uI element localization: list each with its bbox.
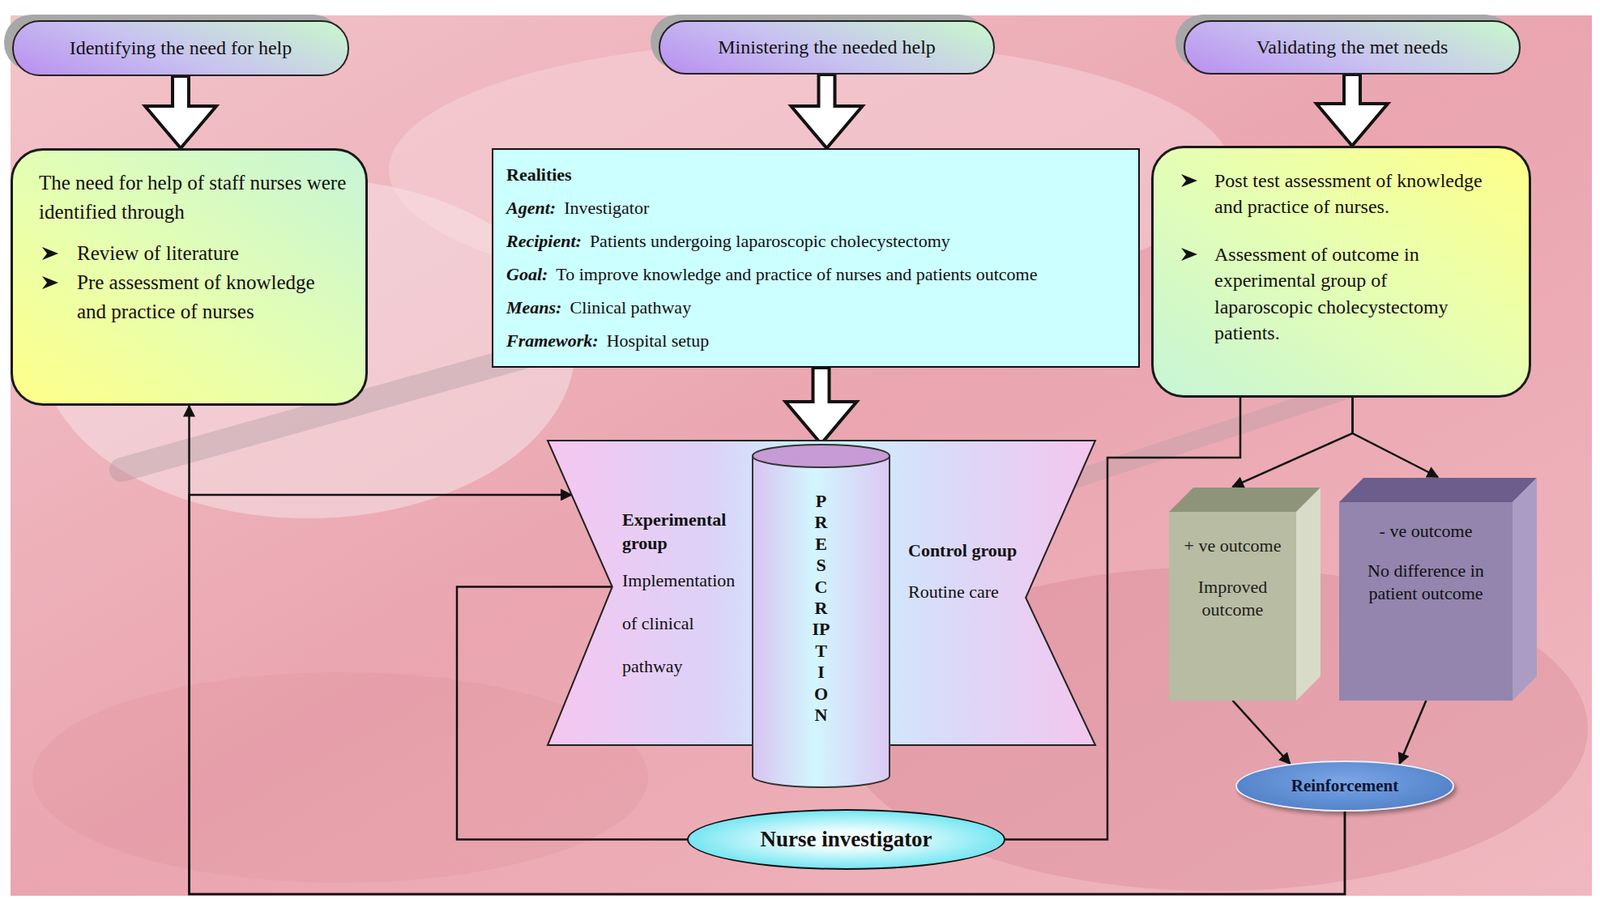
text-group: No difference in patient outcome <box>1350 559 1502 606</box>
investigator-ellipse: Nurse investigator <box>686 809 1006 871</box>
bullet-arrow <box>42 247 59 261</box>
node-text: Reinforcement <box>1291 776 1400 796</box>
photo-ground <box>10 15 1592 896</box>
realities-box: RealitiesAgent: InvestigatorRecipient: Pat… <box>491 148 1140 368</box>
outcome-block: - ve outcome No difference in patient out… <box>1339 477 1537 701</box>
block-arrow <box>145 76 217 149</box>
bullet-arrow-shape <box>1181 247 1198 261</box>
text-group: Reinforcement <box>1291 776 1400 797</box>
node-text: Assessment of outcome in experimental gr… <box>1214 243 1449 344</box>
bullet-arrow <box>42 276 59 290</box>
box-top <box>1169 487 1321 512</box>
node-text: Clinical pathway <box>569 297 692 318</box>
box-side <box>1512 477 1537 701</box>
connector-line <box>1233 397 1353 487</box>
node-text: Agent: <box>506 197 556 218</box>
phase-pill: Validating the met needs <box>1183 20 1521 75</box>
text-group: Framework: Hospital setup <box>506 324 1126 358</box>
text-group: Ministering the needed help <box>717 36 936 59</box>
node-text: The need for help of staff nurses were i… <box>38 171 346 223</box>
text-group: Realities <box>506 157 1126 192</box>
node-text: Pre assessment of knowledge and practice… <box>76 271 316 323</box>
text-group: Pre assessment of knowledge and practice… <box>38 268 350 328</box>
node-text: Routine care <box>908 580 1042 605</box>
node-text: Nurse investigator <box>759 827 932 852</box>
text-group: Means: Clinical pathway <box>506 290 1126 325</box>
prescription-cylinder: PRESCRIPTION <box>751 443 891 789</box>
text-group: Agent: Investigator <box>506 191 1126 225</box>
group-bowtie: PRESCRIPTION Experimental groupImplementa… <box>547 440 1096 746</box>
node-text: Realities <box>506 164 572 185</box>
box-top <box>1339 477 1537 503</box>
connector-line <box>1399 700 1427 764</box>
validation-box: Post test assessment of knowledge and pr… <box>1151 145 1532 398</box>
node-text: Ministering the needed help <box>717 36 936 58</box>
box-front <box>1169 512 1297 701</box>
text-group: Goal: To improve knowledge and practice o… <box>506 257 1126 291</box>
outcome-block: + ve outcomeImproved outcome <box>1169 487 1321 701</box>
text-group: Experimental groupImplementation of clin… <box>622 508 747 689</box>
box-front <box>1339 502 1513 701</box>
block-arrow <box>1316 74 1388 146</box>
text-group: Review of literature <box>38 238 350 269</box>
text-group: + ve outcome <box>1177 534 1289 559</box>
node-text: Improved outcome <box>1198 576 1268 621</box>
bullet-arrow-shape <box>42 247 59 261</box>
node-text: Control group <box>908 539 1042 564</box>
node-text: Framework: <box>506 330 599 351</box>
photo-shadow <box>32 672 649 884</box>
block-arrow <box>791 74 863 149</box>
cylinder-body <box>752 455 890 788</box>
node-text: Recipient: <box>506 230 582 252</box>
text-group: Identifying the need for help <box>69 37 293 60</box>
text-group: PRESCRIPTION <box>812 490 831 726</box>
node-text: Patients undergoing laparoscopic cholecy… <box>589 230 951 252</box>
box-side <box>1296 487 1321 701</box>
cylinder-top <box>752 444 890 468</box>
phase-pill: Ministering the needed help <box>658 20 995 75</box>
node-text: Investigator <box>563 197 649 218</box>
node-text: - ve outcome <box>1379 520 1473 542</box>
connector-line <box>1352 397 1438 478</box>
text-group: Recipient: Patients undergoing laparoscop… <box>506 224 1126 258</box>
node-text: + ve outcome <box>1184 535 1282 556</box>
node-text: Validating the met needs <box>1256 36 1449 58</box>
connector-line <box>189 405 1346 895</box>
text-group: - ve outcome <box>1350 520 1502 544</box>
node-text: PRESCRIPTION <box>812 490 831 726</box>
node-text: Goal: <box>506 264 548 285</box>
text-group: Post test assessment of knowledge and pr… <box>1177 167 1489 221</box>
text-group: The need for help of staff nurses were i… <box>38 168 350 228</box>
text-group: Control groupRoutine care <box>908 539 1042 604</box>
text-group: Assessment of outcome in experimental gr… <box>1177 241 1489 347</box>
node-text: Implementation of clinical pathway <box>622 559 747 688</box>
text-group: Nurse investigator <box>759 827 932 853</box>
reinforcement-ellipse: Reinforcement <box>1235 760 1455 812</box>
node-text: No difference in patient outcome <box>1367 560 1485 605</box>
node-text: To improve knowledge and practice of nur… <box>555 264 1037 285</box>
text-group: Validating the met needs <box>1256 36 1449 59</box>
bullet-arrow <box>1181 174 1198 188</box>
need-box: The need for help of staff nurses were i… <box>10 148 368 406</box>
node-text: Identifying the need for help <box>69 37 293 59</box>
text-group: Improved outcome <box>1177 576 1289 623</box>
node-text: Experimental group <box>622 508 747 555</box>
block-arrow <box>785 367 858 444</box>
node-text: Review of literature <box>76 242 239 265</box>
bullet-arrow <box>1181 247 1198 261</box>
connector-line <box>1233 700 1291 764</box>
bullet-arrow-shape <box>42 276 59 290</box>
node-text: Hospital setup <box>606 330 710 351</box>
phase-pill: Identifying the need for help <box>12 20 350 77</box>
node-text: Means: <box>506 297 562 318</box>
node-text: Post test assessment of knowledge and pr… <box>1214 170 1483 218</box>
bullet-arrow-shape <box>1181 174 1198 188</box>
